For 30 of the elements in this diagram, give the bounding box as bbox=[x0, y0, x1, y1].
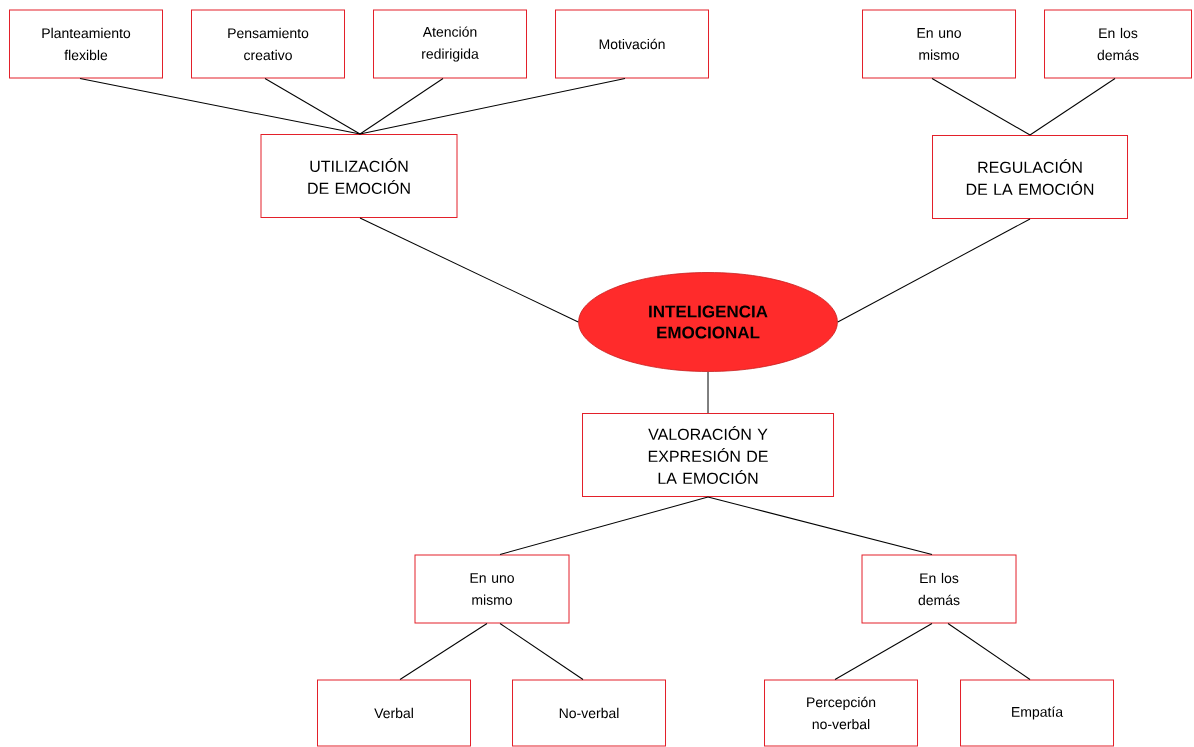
concept-box: UTILIZACIÓN DE EMOCIÓN bbox=[260, 134, 458, 218]
connector-line bbox=[359, 78, 626, 135]
connector-line bbox=[707, 371, 709, 414]
concept-box: REGULACIÓN DE LA EMOCIÓN bbox=[932, 135, 1128, 219]
connector-line bbox=[947, 623, 1031, 680]
concept-box: Planteamiento flexible bbox=[9, 9, 163, 79]
connector-line bbox=[837, 218, 1031, 323]
connector-line bbox=[834, 623, 933, 680]
connector-line bbox=[499, 623, 584, 680]
connector-line bbox=[359, 217, 579, 323]
concept-box: En uno mismo bbox=[414, 554, 570, 624]
concept-box: Empatía bbox=[960, 679, 1114, 747]
concept-box: Pensamiento creativo bbox=[191, 9, 345, 79]
connector-line bbox=[707, 496, 933, 555]
concept-box: Verbal bbox=[317, 679, 471, 747]
connector-line bbox=[264, 78, 361, 135]
concept-box: No-verbal bbox=[512, 679, 666, 747]
connector-line bbox=[399, 623, 488, 680]
connector-line bbox=[931, 78, 1031, 136]
connector-line bbox=[79, 78, 361, 135]
concept-box: Motivación bbox=[555, 9, 709, 79]
concept-box: Percepción no-verbal bbox=[764, 679, 918, 747]
connector-line bbox=[359, 78, 444, 135]
concept-box: En uno mismo bbox=[862, 9, 1016, 79]
connector-line bbox=[499, 496, 709, 555]
concept-box: En los demás bbox=[861, 554, 1017, 624]
concept-box: En los demás bbox=[1044, 9, 1192, 79]
concept-box: VALORACIÓN Y EXPRESIÓN DE LA EMOCIÓN bbox=[582, 413, 834, 497]
connector-line bbox=[1029, 78, 1116, 136]
concept-box: Atención redirigida bbox=[373, 9, 527, 79]
